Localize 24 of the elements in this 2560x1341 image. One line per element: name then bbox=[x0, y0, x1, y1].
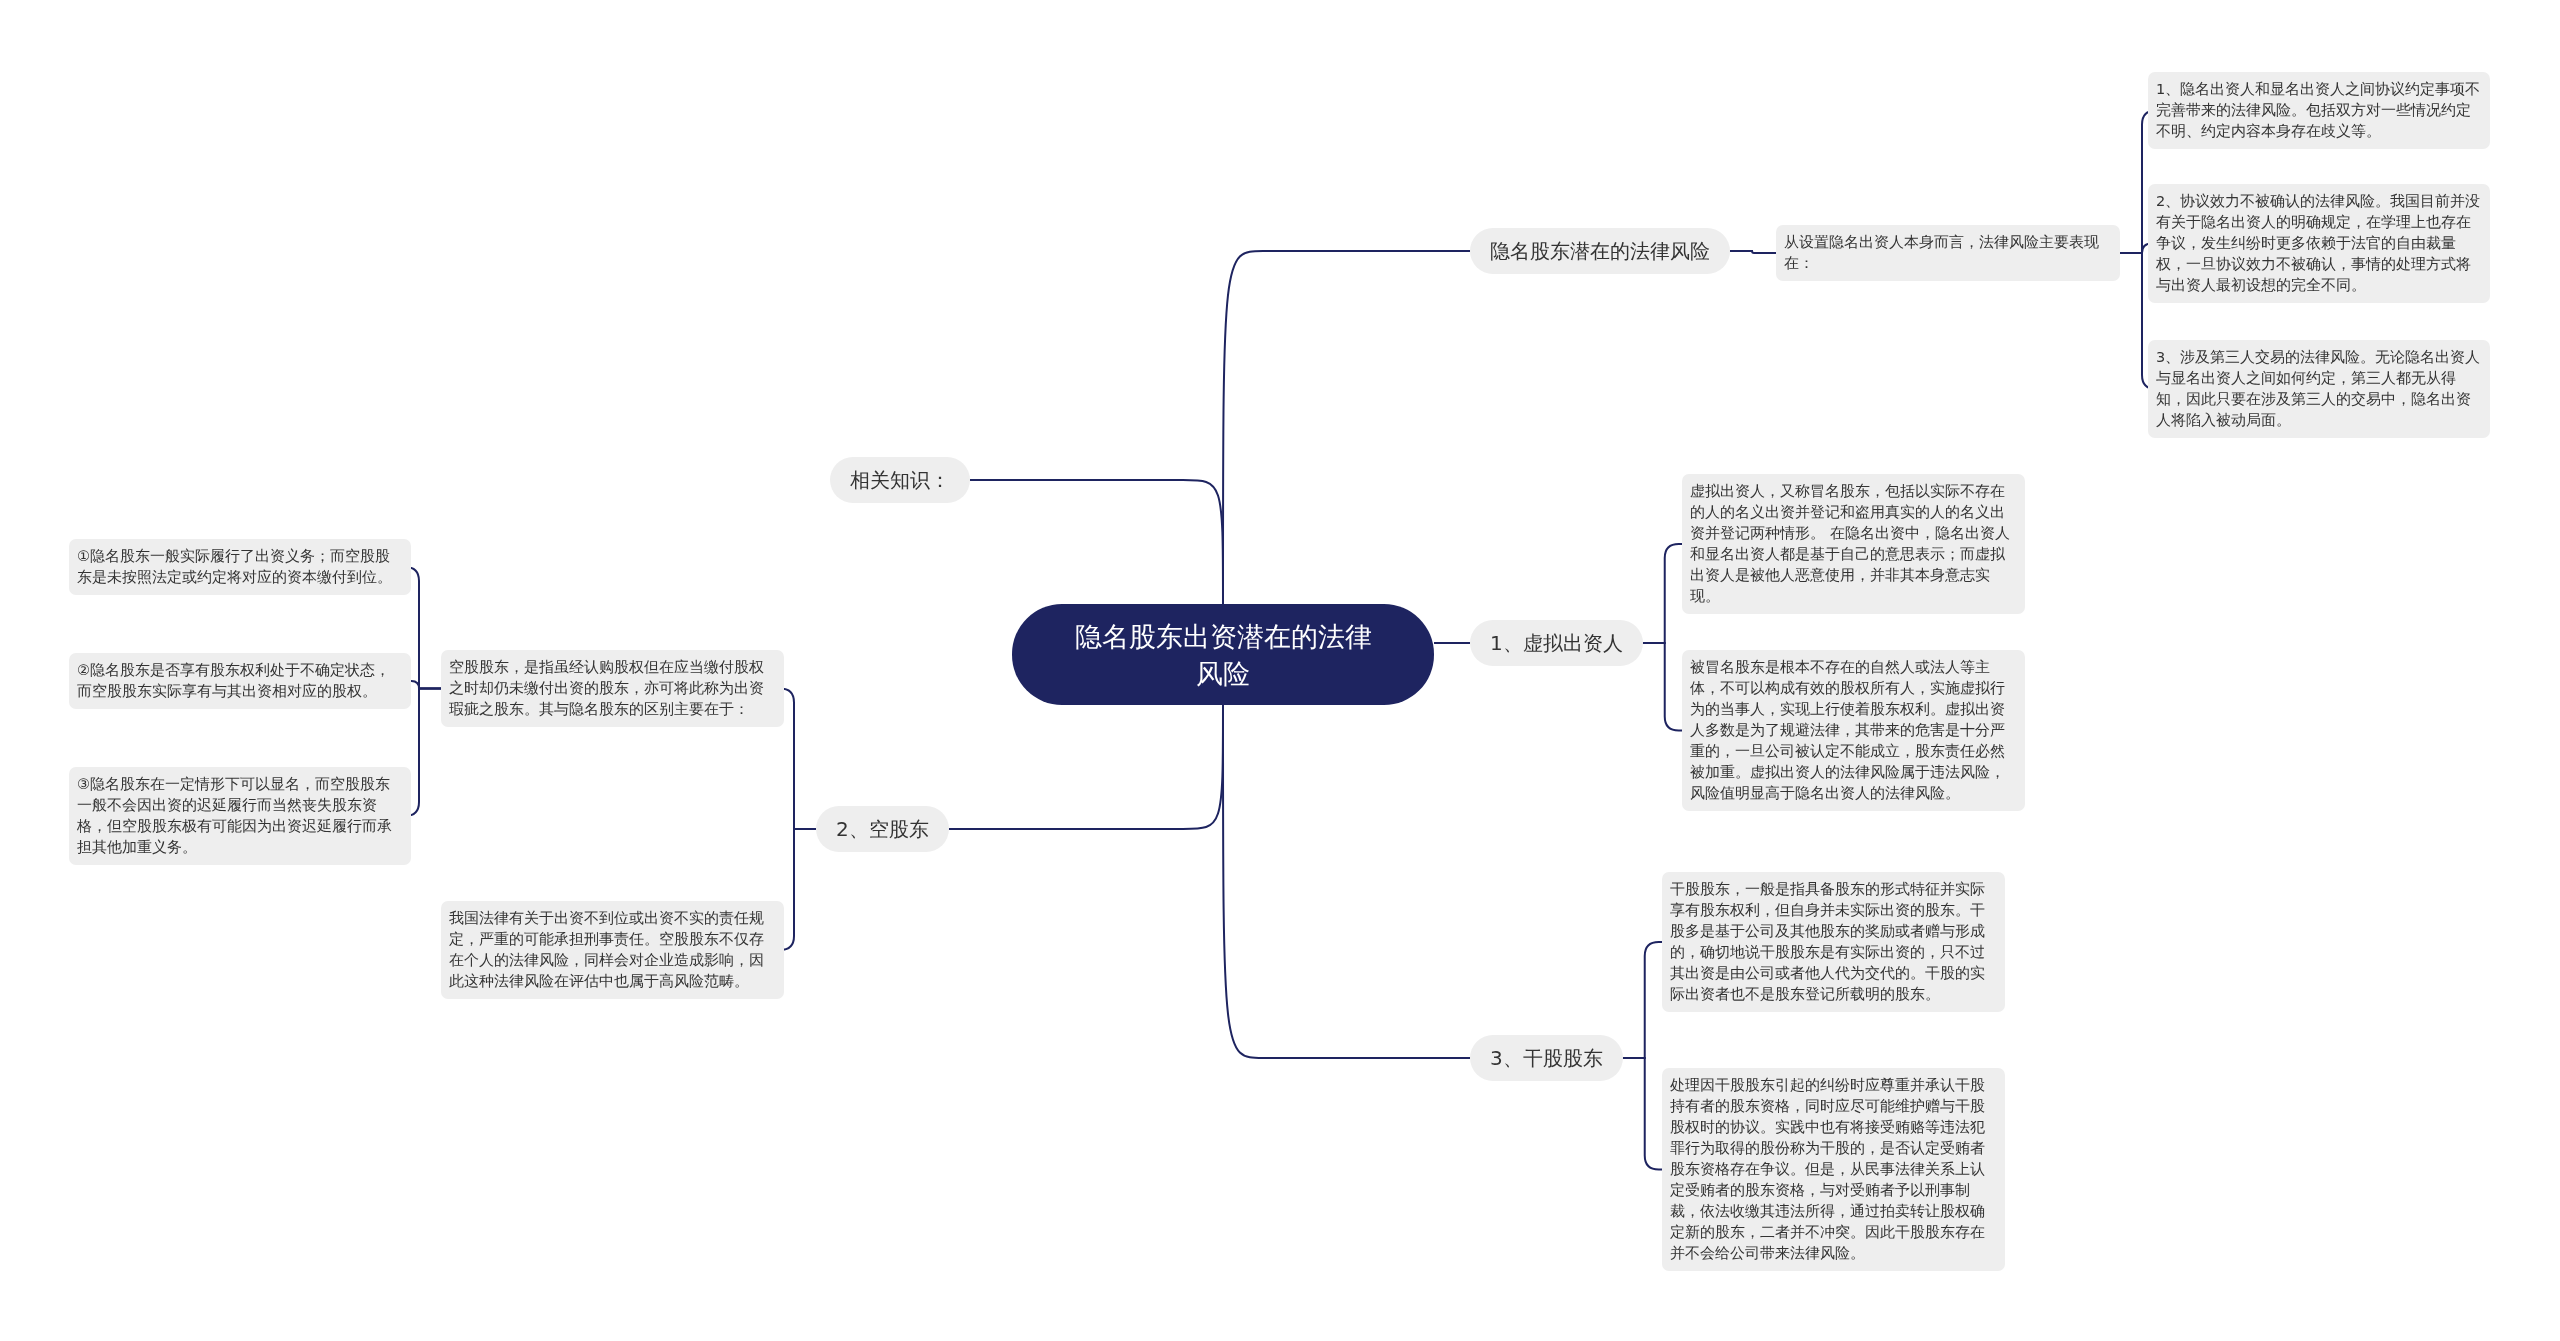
connector-line bbox=[1641, 642, 1683, 732]
note-card: 空股股东，是指虽经认购股权但在应当缴付股权之时却仍未缴付出资的股东，亦可将此称为出资瑕疵之股东。其与隐名股东的区别主要在于： bbox=[441, 650, 784, 727]
topic-pill: 1、虚拟出资人 bbox=[1470, 620, 1643, 666]
note-card: 处理因干股股东引起的纠纷时应尊重并承认干股持有者的股东资格，同时应尽可能维护赠与干股股权时的协议。实践中也有将接受贿赂等违法犯罪行为取得的股份称为干股的，是否认定受贿者股东资格存在争议。但是，从民事法律关系上认定受贿者的股东资格，与对受贿者予以刑事制裁，依法收缴其违法所得，通过拍卖转让股权确定新的股东，二者并不冲突。因此干股股东存在并不会给公司带来法律风险。 bbox=[1662, 1068, 2005, 1271]
topic-pill: 2、空股东 bbox=[816, 806, 949, 852]
note-card: 1、隐名出资人和显名出资人之间协议约定事项不完善带来的法律风险。包括双方对一些情况约定不明、约定内容本身存在歧义等。 bbox=[2148, 72, 2490, 149]
note-card: 从设置隐名出资人本身而言，法律风险主要表现在： bbox=[1776, 225, 2120, 281]
note-card: 2、协议效力不被确认的法律风险。我国目前并没有关于隐名出资人的明确规定，在学理上也存在争议，发生纠纷时更多依赖于法官的自由裁量权，一旦协议效力不被确认，事情的处理方式将与出资人最初设想的完全不同。 bbox=[2148, 184, 2490, 303]
note-card: 虚拟出资人，又称冒名股东，包括以实际不存在的人的名义出资并登记和盗用真实的人的名义出资并登记两种情形。 在隐名出资中，隐名出资人和显名出资人都是基于自己的意思表示；而虚拟出资人是被他人恶意使用，并非其本身意志实现。 bbox=[1682, 474, 2025, 614]
note-card: 干股股东，一般是指具备股东的形式特征并实际享有股东权利，但自身并未实际出资的股东。干股多是基于公司及其他股东的奖励或者赠与形成的，确切地说干股股东是有实际出资的，只不过其出资是由公司或者他人代为交代的。干股的实际出资者也不是股东登记所载明的股东。 bbox=[1662, 872, 2005, 1012]
central-topic: 隐名股东出资潜在的法律风险 bbox=[1012, 604, 1434, 705]
topic-pill: 隐名股东潜在的法律风险 bbox=[1470, 228, 1730, 274]
connector-line bbox=[1729, 250, 1777, 254]
topic-pill: 相关知识： bbox=[830, 457, 970, 503]
note-card: 我国法律有关于出资不到位或出资不实的责任规定，严重的可能承担刑事责任。空股股东不仅存在个人的法律风险，同样会对企业造成影响，因此这种法律风险在评估中也属于高风险范畴。 bbox=[441, 901, 784, 999]
note-card: 被冒名股东是根本不存在的自然人或法人等主体，不可以构成有效的股权所有人，实施虚拟行为的当事人，实现上行使着股东权利。虚拟出资人多数是为了规避法律，其带来的危害是十分严重的，一旦公司被认定不能成立，股东责任必然被加重。虚拟出资人的法律风险属于违法风险，风险值明显高于隐名出资人的法律风险。 bbox=[1682, 650, 2025, 811]
note-card: ①隐名股东一般实际履行了出资义务；而空股股东是未按照法定或约定将对应的资本缴付到位。 bbox=[69, 539, 411, 595]
topic-pill: 3、干股股东 bbox=[1470, 1035, 1623, 1081]
connector-line bbox=[1433, 642, 1471, 644]
note-card: ②隐名股东是否享有股东权利处于不确定状态，而空股股东实际享有与其出资相对应的股权。 bbox=[69, 653, 411, 709]
connector-line bbox=[1621, 1057, 1663, 1171]
note-card: ③隐名股东在一定情形下可以显名，而空股股东一般不会因出资的迟延履行而当然丧失股东资格，但空股股东极有可能因为出资迟延履行而承担其他加重义务。 bbox=[69, 767, 411, 865]
note-card: 3、涉及第三人交易的法律风险。无论隐名出资人与显名出资人之间如何约定，第三人都无从得知，因此只要在涉及第三人的交易中，隐名出资人将陷入被动局面。 bbox=[2148, 340, 2490, 438]
connector-line bbox=[969, 479, 1224, 605]
